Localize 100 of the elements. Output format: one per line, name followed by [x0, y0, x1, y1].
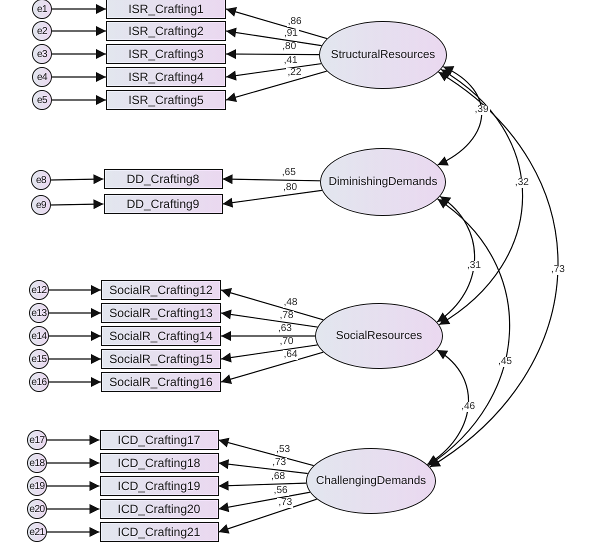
path-arrow — [226, 49, 319, 60]
path-arrow — [218, 438, 314, 466]
edge-label: ,53 — [275, 445, 292, 456]
edge-label: ,46 — [460, 402, 476, 412]
error-circle: e19 — [27, 476, 47, 496]
observed-variable-box: ISR_Crafting4 — [106, 67, 226, 87]
path-arrow — [47, 527, 100, 537]
path-arrow — [220, 344, 318, 362]
error-circle: e17 — [27, 430, 47, 450]
edge-label: ,73 — [277, 498, 294, 508]
observed-variable-box: SocialR_Crafting12 — [101, 280, 221, 300]
path-arrow — [218, 480, 306, 491]
observed-variable-box: SocialR_Crafting15 — [101, 349, 221, 369]
edge-label: ,65 — [280, 168, 297, 178]
edge-label: ,78 — [278, 310, 294, 321]
edge-label: ,68 — [270, 472, 286, 482]
path-arrow — [52, 49, 106, 59]
error-circle: e20 — [27, 499, 47, 519]
error-circle: e8 — [31, 170, 51, 190]
latent-variable-ellipse: DiminishingDemands — [320, 148, 446, 216]
edge-label: ,48 — [282, 298, 298, 308]
error-circle: e2 — [32, 21, 52, 41]
path-arrow — [226, 7, 328, 40]
observed-variable-box: ICD_Crafting17 — [100, 430, 218, 450]
latent-variable-ellipse: SocialResources — [315, 303, 443, 369]
error-circle: e1 — [32, 0, 52, 19]
edge-label: ,32 — [514, 178, 530, 188]
covariance-arrow — [438, 68, 524, 326]
path-arrow — [221, 331, 315, 341]
path-arrow — [226, 63, 322, 81]
path-arrow — [47, 435, 100, 445]
path-arrow — [226, 28, 322, 46]
observed-variable-box: SocialR_Crafting16 — [101, 372, 221, 392]
error-circle: e15 — [29, 349, 49, 369]
observed-variable-box: ICD_Crafting19 — [100, 476, 218, 496]
edge-label: ,22 — [286, 68, 302, 78]
path-arrow — [49, 285, 101, 295]
observed-variable-box: SocialR_Crafting13 — [101, 303, 221, 323]
path-arrow — [222, 190, 322, 208]
error-circle: e9 — [31, 195, 51, 215]
path-arrow — [49, 331, 101, 341]
error-circle: e12 — [29, 280, 49, 300]
edge-label: ,41 — [282, 56, 299, 66]
covariance-arrow — [436, 196, 476, 323]
observed-variable-box: ISR_Crafting1 — [106, 0, 226, 19]
covariance-arrow — [437, 66, 482, 166]
edge-label: ,63 — [276, 324, 293, 334]
path-arrow — [50, 174, 104, 184]
path-arrow — [47, 481, 100, 491]
path-arrow — [220, 288, 324, 320]
error-circle: e16 — [29, 372, 49, 392]
observed-variable-box: ISR_Crafting5 — [106, 90, 226, 110]
path-arrow — [218, 498, 317, 534]
observed-variable-box: SocialR_Crafting14 — [101, 326, 221, 346]
edge-label: ,64 — [282, 350, 298, 360]
edge-label: ,80 — [282, 182, 298, 193]
path-arrow — [49, 308, 101, 318]
observed-variable-box: ISR_Crafting3 — [106, 44, 226, 64]
edge-label: ,56 — [272, 486, 289, 496]
observed-variable-box: ICD_Crafting18 — [100, 453, 218, 473]
latent-variable-ellipse: StructuralResources — [319, 21, 447, 89]
path-arrow — [47, 504, 100, 514]
path-arrow — [49, 354, 101, 364]
error-circle: e5 — [32, 90, 52, 110]
observed-variable-box: ICD_Crafting21 — [100, 522, 218, 542]
error-circle: e13 — [29, 303, 49, 323]
edge-label: ,31 — [466, 261, 482, 272]
path-arrow — [50, 199, 104, 210]
path-arrow — [52, 95, 106, 105]
edge-label: ,80 — [281, 42, 298, 52]
edge-label: ,70 — [278, 337, 294, 348]
observed-variable-box: DD_Crafting8 — [104, 169, 222, 189]
edge-label: ,39 — [474, 105, 490, 116]
path-arrow — [52, 26, 106, 36]
observed-variable-box: ISR_Crafting2 — [106, 21, 226, 41]
observed-variable-box: ICD_Crafting20 — [100, 499, 218, 519]
error-circle: e14 — [29, 326, 49, 346]
error-circle: e4 — [32, 67, 52, 87]
path-arrow — [220, 310, 318, 328]
path-arrow — [52, 4, 106, 14]
latent-variable-ellipse: ChallengingDemands — [306, 448, 436, 514]
path-arrow — [220, 352, 324, 384]
edge-label: ,86 — [286, 17, 303, 28]
path-arrow — [218, 492, 310, 512]
error-circle: e3 — [32, 44, 52, 64]
path-arrow — [218, 459, 308, 474]
path-arrow — [52, 72, 106, 82]
path-arrow — [222, 174, 320, 184]
path-arrow — [47, 458, 100, 468]
edge-label: ,45 — [497, 357, 513, 368]
edge-label: ,73 — [550, 264, 566, 275]
path-arrow — [226, 70, 327, 102]
edge-label: ,73 — [271, 458, 288, 468]
covariance-arrow — [428, 198, 510, 466]
covariance-arrow — [430, 72, 558, 468]
error-circle: e18 — [27, 453, 47, 473]
error-circle: e21 — [27, 522, 47, 542]
observed-variable-box: DD_Crafting9 — [104, 194, 222, 214]
path-arrow — [49, 377, 101, 387]
covariance-arrow — [426, 349, 469, 465]
